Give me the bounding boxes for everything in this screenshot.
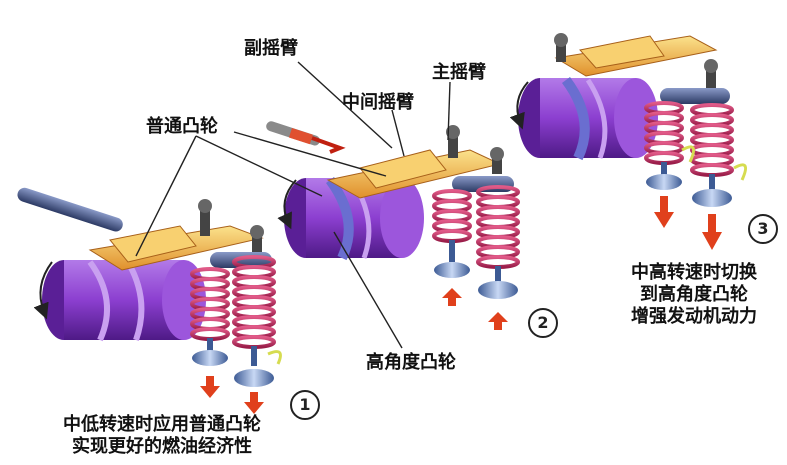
stage3-caption: 中高转速时切换 到高角度凸轮 增强发动机动力 xyxy=(614,262,774,328)
stage1-caption-line2: 实现更好的燃油经济性 xyxy=(72,436,252,457)
label-mid-rocker: 中间摇臂 xyxy=(342,92,414,113)
stage-number-3: 3 xyxy=(748,214,778,244)
label-main-rocker: 主摇臂 xyxy=(432,62,486,83)
stage-number-2: 2 xyxy=(528,308,558,338)
stage-number-1: 1 xyxy=(290,390,320,420)
leader-lines xyxy=(135,61,451,349)
stage1-assembly xyxy=(17,187,282,414)
label-normal-cam: 普通凸轮 xyxy=(146,116,218,137)
stage1-caption: 中低转速时应用普通凸轮 实现更好的燃油经济性 xyxy=(32,414,292,458)
stage3-caption-line2: 到高角度凸轮 xyxy=(640,284,748,305)
stage3-assembly xyxy=(509,33,748,250)
label-high-cam: 高角度凸轮 xyxy=(366,352,456,373)
stage1-caption-line1: 中低转速时应用普通凸轮 xyxy=(63,414,261,435)
stage3-caption-line3: 增强发动机动力 xyxy=(631,306,757,327)
stage3-caption-line1: 中高转速时切换 xyxy=(631,262,757,283)
label-sub-rocker: 副摇臂 xyxy=(244,38,298,59)
